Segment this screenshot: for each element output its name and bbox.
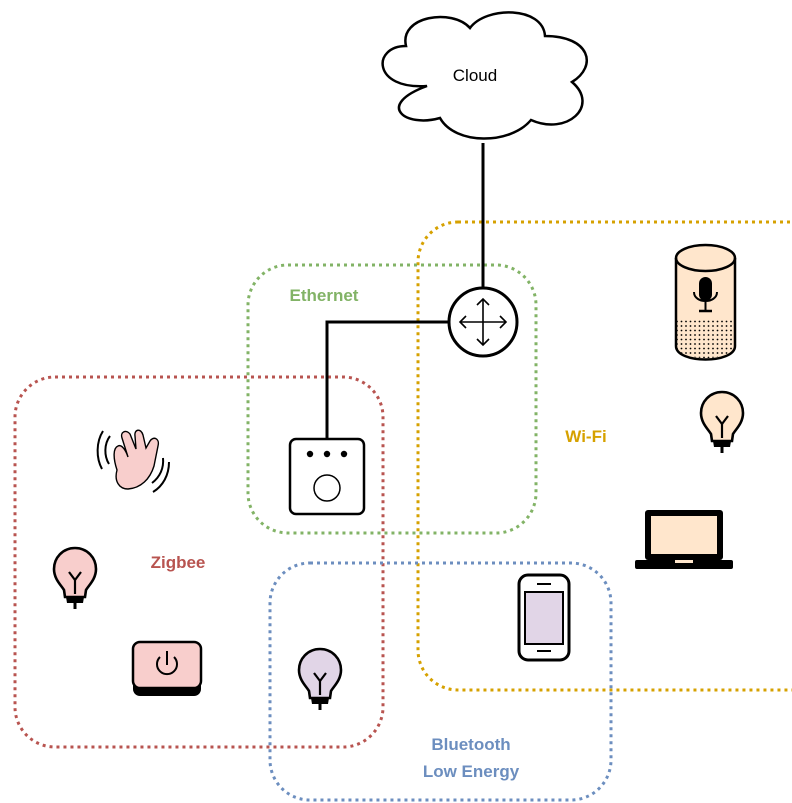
ble-zone bbox=[268, 561, 613, 802]
wave-hand-icon bbox=[96, 429, 170, 493]
smartphone-icon bbox=[517, 573, 571, 662]
smart-speaker bbox=[674, 243, 737, 361]
laptop bbox=[635, 510, 733, 569]
router-icon bbox=[458, 297, 508, 347]
ethernet-label: Ethernet bbox=[290, 286, 359, 305]
wifi-zone bbox=[416, 220, 792, 692]
hub-icon bbox=[288, 437, 366, 516]
smart-speaker-icon bbox=[674, 243, 737, 361]
phone bbox=[517, 573, 571, 662]
hub bbox=[288, 437, 366, 516]
lightbulb-icon bbox=[52, 546, 98, 611]
cloud-icon bbox=[381, 11, 588, 140]
zigbee-switch bbox=[131, 640, 203, 696]
cloud-label: Cloud bbox=[453, 66, 497, 85]
ble-bulb bbox=[297, 647, 343, 712]
wifi-bulb bbox=[699, 390, 745, 455]
power-button-icon bbox=[131, 640, 203, 696]
laptop-icon bbox=[635, 510, 733, 569]
wifi-label: Wi-Fi bbox=[565, 427, 606, 446]
motion-sensor bbox=[96, 429, 170, 493]
router bbox=[447, 286, 519, 358]
lightbulb-icon bbox=[699, 390, 745, 455]
zigbee-label: Zigbee bbox=[151, 553, 206, 572]
lightbulb-icon bbox=[297, 647, 343, 712]
zigbee-zone bbox=[13, 375, 385, 749]
ble-label-line1: Bluetooth bbox=[431, 735, 510, 754]
ethernet-zone bbox=[246, 263, 538, 535]
router-hub-link bbox=[325, 320, 449, 439]
zigbee-bulb bbox=[52, 546, 98, 611]
ble-label-line2: Low Energy bbox=[423, 762, 520, 781]
cloud: Cloud bbox=[381, 11, 588, 140]
